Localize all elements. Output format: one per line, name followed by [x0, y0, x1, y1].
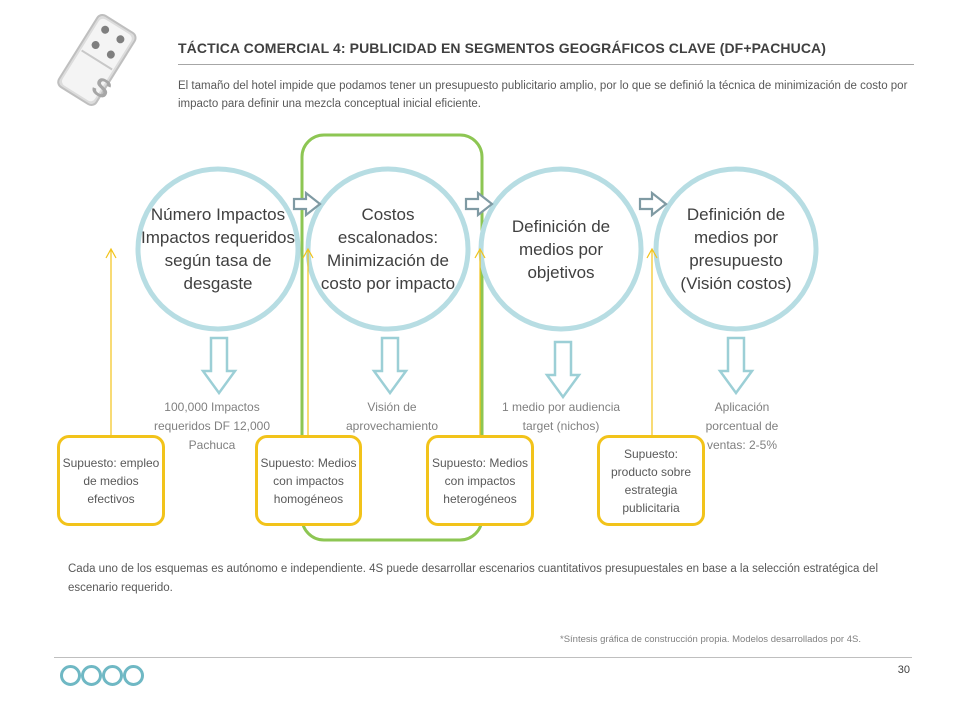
stage-result-3: 1 medio por audiencia target (nichos): [501, 400, 621, 433]
right-arrow-icon: [638, 190, 668, 218]
supuesto-box-2: Supuesto: Medios con impactos homogéneos: [255, 435, 362, 526]
down-arrow-icon: [544, 340, 582, 400]
supuesto-box-4: Supuesto: producto sobre estrategia publ…: [597, 435, 705, 526]
stage-label-2: Costos escalonados: Minimización de cost…: [320, 205, 456, 293]
stage-result-4: Aplicación porcentual de ventas: 2-5%: [705, 400, 779, 452]
four-circles-icon: [60, 665, 150, 687]
title-divider: [178, 64, 914, 65]
footnote-text: Cada uno de los esquemas es autónomo e i…: [68, 563, 878, 594]
page-subtitle: El tamaño del hotel impide que podamos t…: [178, 80, 908, 110]
footer-divider: [54, 657, 912, 658]
stage-circle-4: [653, 166, 819, 332]
stage-label-1: Número Impactos Impactos requeridos segú…: [140, 205, 296, 293]
right-arrow-icon: [464, 190, 494, 218]
supuesto-box-1: Supuesto: empleo de medios efectivos: [57, 435, 165, 526]
stage-label-3: Definición de medios por objetivos: [511, 216, 611, 282]
source-note: *Síntesis gráfica de construcción propia…: [560, 634, 861, 645]
stage-result-1: 100,000 Impactos requeridos DF 12,000 Pa…: [153, 400, 271, 452]
right-arrow-icon: [292, 190, 322, 218]
page-title: TÁCTICA COMERCIAL 4: PUBLICIDAD EN SEGME…: [178, 40, 827, 56]
down-arrow-icon: [200, 336, 238, 396]
page-number: 30: [897, 664, 910, 676]
stage-result-2: Visión de aprovechamiento: [345, 400, 439, 433]
stage-circle-3: [478, 166, 644, 332]
supuesto-box-3: Supuesto: Medios con impactos heterogéne…: [426, 435, 534, 526]
down-arrow-icon: [717, 336, 755, 396]
stage-circle-1: [135, 166, 301, 332]
domino-logo-icon: S: [57, 13, 137, 106]
stage-label-4: Definición de medios por presupuesto (Vi…: [680, 205, 792, 293]
highlight-frame: [300, 133, 484, 542]
down-arrow-icon: [371, 336, 409, 396]
